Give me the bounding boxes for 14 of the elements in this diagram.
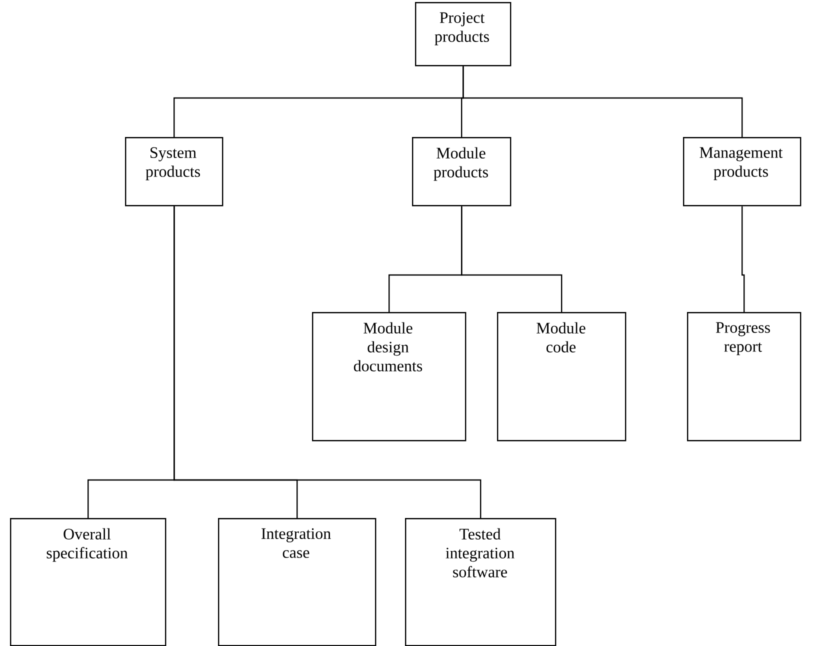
connector-line: [461, 206, 562, 312]
product-box: System products: [125, 137, 224, 206]
product-box: Management products: [683, 137, 802, 206]
product-box: Project products: [415, 2, 512, 66]
product-box: Module products: [412, 137, 512, 206]
product-box: Progress report: [687, 312, 802, 442]
connector-line: [462, 66, 743, 137]
product-box: Tested integration software: [405, 518, 556, 646]
product-box: Overall specification: [10, 518, 166, 646]
connector-line: [742, 206, 745, 312]
product-box: Module code: [497, 312, 626, 442]
product-box: Module design documents: [312, 312, 466, 442]
product-box: Integration case: [218, 518, 376, 646]
connector-line: [174, 206, 482, 518]
